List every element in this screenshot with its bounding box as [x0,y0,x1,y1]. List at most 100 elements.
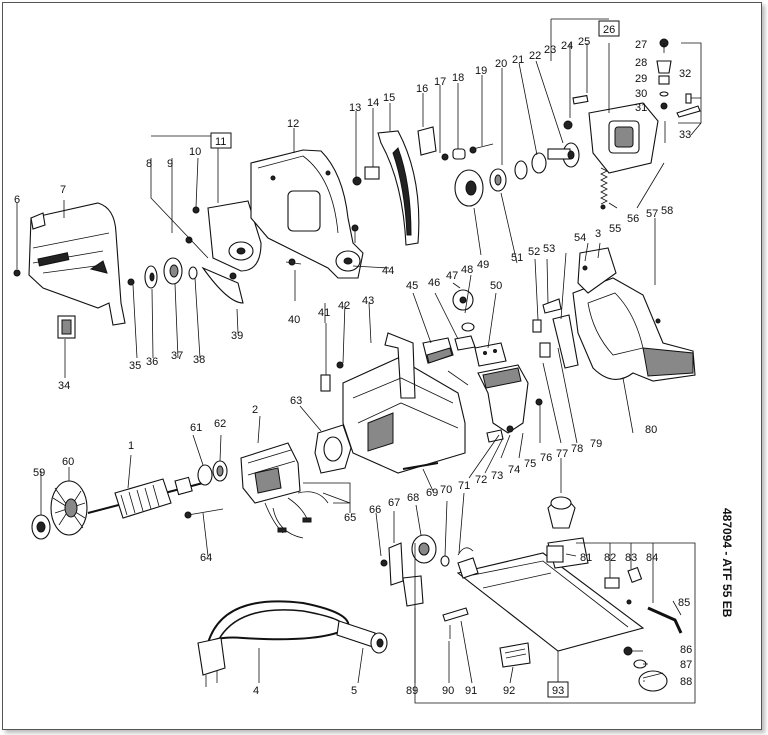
part-27-33-small-parts [656,38,701,143]
part-35-screw [127,278,135,286]
part-label: 8 [146,158,152,170]
part-label: 2 [252,404,258,416]
part-number-labels: 1 2 3 4 5 6 7 8 9 10 12 13 14 15 16 17 1… [14,36,692,697]
part-label: 70 [440,484,452,496]
part-3-switch [577,247,617,294]
part-label: 13 [349,102,361,114]
part-label: 85 [678,597,690,609]
part-label: 77 [556,448,568,460]
part-label: 83 [625,552,637,564]
part-label: 80 [645,424,657,436]
part-label: 53 [543,243,555,255]
part-26-gear-housing-group [563,94,659,174]
part-63-gasket [314,424,352,474]
part-75-cover [477,364,529,434]
group-box-26: 26 [598,20,620,37]
part-label: 45 [406,280,418,292]
part-15-depth-scale [377,130,420,246]
part-label: 27 [635,39,647,51]
part-66-71-parts [380,534,474,586]
group-label-11: 11 [215,136,226,148]
part-label: 22 [529,50,541,62]
part-13-nut [352,176,362,186]
part-label: 74 [508,464,520,476]
part-34-insert [57,315,76,339]
part-label: 9 [167,158,173,170]
part-label: 61 [190,422,202,434]
part-label: 46 [428,277,440,289]
part-4-power-cable [197,600,350,687]
part-label: 72 [475,474,487,486]
part-label: 92 [503,685,515,697]
part-label: 39 [231,330,243,342]
part-43-motor-housing [342,332,466,474]
part-label: 89 [406,685,418,697]
part-label: 37 [171,350,183,362]
part-72-76-small-parts [447,370,543,443]
part-label: 31 [635,102,647,114]
part-38-washer [188,266,198,280]
part-label: 87 [680,659,692,671]
part-59-bearing [31,514,51,540]
part-label: 58 [661,205,673,217]
part-label: 60 [62,456,74,468]
part-label: 64 [200,552,212,564]
part-16-lever [417,126,437,156]
part-40-screw [285,258,302,266]
part-label: 12 [287,118,299,130]
part-label: 43 [362,295,374,307]
part-label: 69 [426,487,438,499]
part-47-48-fan [452,289,475,332]
part-20-ring [514,160,528,180]
part-64-screw [184,508,224,519]
part-14-clamp [364,166,380,180]
part-label: 28 [635,57,647,69]
part-label: 34 [58,380,70,392]
part-label: 68 [407,492,419,504]
part-61-62-bearings [197,460,228,486]
part-label: 59 [33,467,45,479]
part-label: 49 [477,259,489,271]
part-86-88-knob [623,646,668,692]
part-89-92-parts [402,575,531,668]
part-label: 1 [128,440,134,452]
part-label: 73 [491,470,503,482]
part-label: 5 [351,685,357,697]
part-44-screw [351,224,359,243]
part-label: 32 [679,68,691,80]
part-label: 51 [511,252,523,264]
part-41-42-parts [320,323,344,392]
part-label: 14 [367,97,379,109]
part-label: 19 [475,65,487,77]
part-82-84-parts [604,566,643,605]
part-label: 23 [544,44,556,56]
part-label: 48 [461,264,473,276]
part-1-armature [87,476,204,519]
leader-lines [16,18,702,704]
group-label-93: 93 [552,685,564,697]
part-label: 10 [189,146,201,158]
part-69-screw [402,462,439,470]
part-label: 25 [578,36,590,48]
part-65-cables [264,491,329,539]
part-label: 57 [646,208,658,220]
part-label: 86 [680,644,692,656]
part-label: 24 [561,40,573,52]
part-2-stator [240,442,301,504]
part-85-hex-key [647,606,683,634]
part-label: 7 [60,184,66,196]
part-label: 67 [388,497,400,509]
part-label: 71 [458,480,470,492]
document-code: 487094 - ATF 55 EB [720,508,734,618]
part-60-fan [50,480,88,536]
part-37-flange [163,257,183,285]
part-22-spindle [547,142,580,168]
part-label: 91 [465,685,477,697]
part-label: 75 [524,458,536,470]
part-label: 16 [416,83,428,95]
part-81-clamp [546,545,564,563]
part-5-cable-sleeve [336,620,388,654]
part-label: 82 [604,552,616,564]
part-label: 84 [646,552,658,564]
part-77-78-adapter [547,496,576,529]
